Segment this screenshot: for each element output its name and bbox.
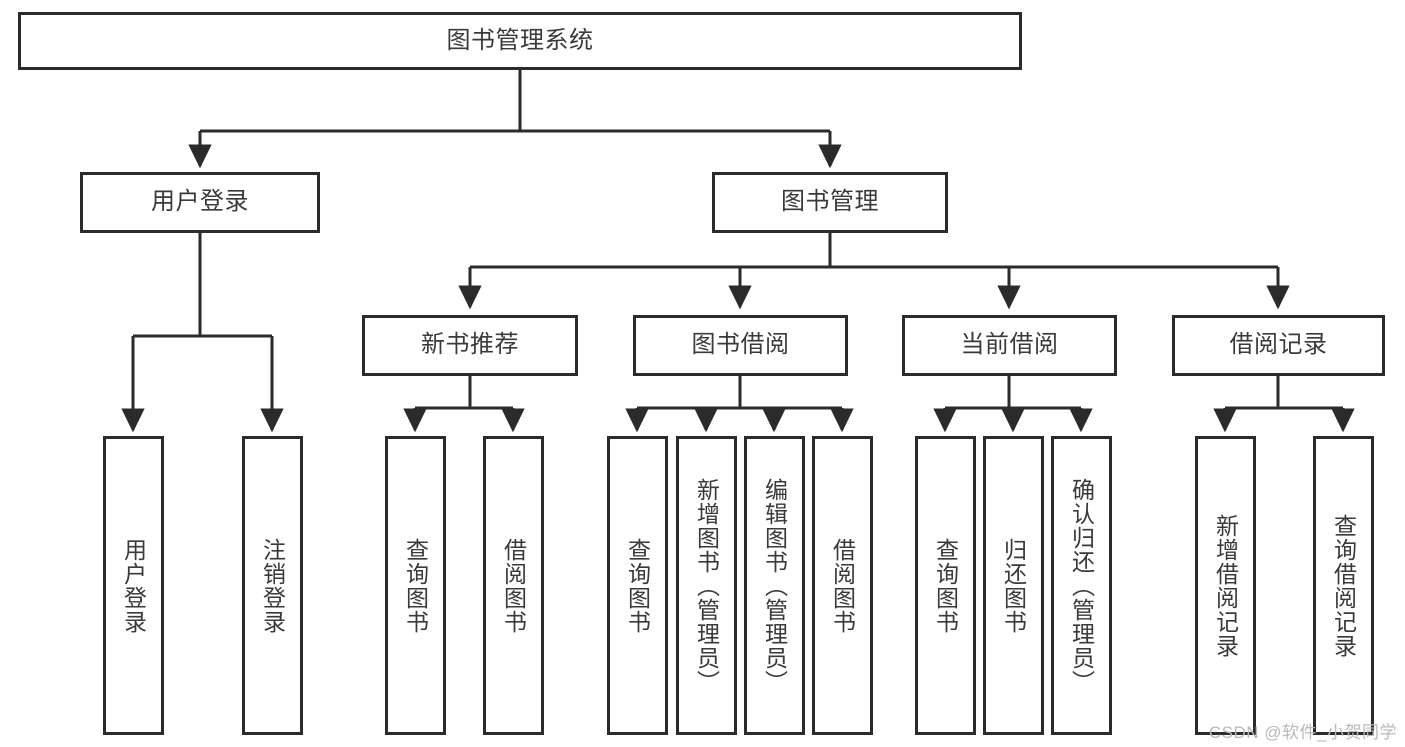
node-label: 用户登录 <box>151 188 249 216</box>
node-label: 新增图书（管理员） <box>693 477 720 694</box>
node-leaf-return-book[interactable]: 归还图书 <box>983 436 1044 735</box>
node-leaf-query-record[interactable]: 查询借阅记录 <box>1313 436 1374 735</box>
node-label: 借阅记录 <box>1229 331 1328 359</box>
node-leaf-borrow-book-1[interactable]: 借阅图书 <box>483 436 544 735</box>
node-label: 确认归还（管理员） <box>1068 477 1095 694</box>
node-leaf-add-book[interactable]: 新增图书（管理员） <box>676 436 737 735</box>
node-label: 查询借阅记录 <box>1330 513 1357 658</box>
node-label: 查询图书 <box>402 537 429 634</box>
node-label: 查询图书 <box>932 537 959 634</box>
node-leaf-edit-book[interactable]: 编辑图书（管理员） <box>744 436 805 735</box>
node-new-book-recommend[interactable]: 新书推荐 <box>362 315 578 376</box>
node-label: 新书推荐 <box>421 331 519 359</box>
node-label: 用户登录 <box>120 537 147 634</box>
node-leaf-logout-login[interactable]: 注销登录 <box>242 436 303 735</box>
node-label: 图书管理 <box>781 188 879 216</box>
node-user-login[interactable]: 用户登录 <box>80 172 320 233</box>
node-leaf-query-book-3[interactable]: 查询图书 <box>915 436 976 735</box>
node-leaf-user-login[interactable]: 用户登录 <box>103 436 164 735</box>
node-leaf-query-book-2[interactable]: 查询图书 <box>607 436 668 735</box>
node-book-borrow[interactable]: 图书借阅 <box>633 315 848 376</box>
node-label: 图书管理系统 <box>446 26 594 54</box>
node-root-system[interactable]: 图书管理系统 <box>18 12 1022 70</box>
node-current-borrow[interactable]: 当前借阅 <box>902 315 1117 376</box>
node-book-manage[interactable]: 图书管理 <box>712 172 948 233</box>
node-label: 新增借阅记录 <box>1212 513 1239 658</box>
node-label: 注销登录 <box>259 537 286 634</box>
node-label: 编辑图书（管理员） <box>761 477 788 694</box>
node-label: 图书借阅 <box>691 331 790 359</box>
node-borrow-record[interactable]: 借阅记录 <box>1172 315 1385 376</box>
node-leaf-confirm-return[interactable]: 确认归还（管理员） <box>1051 436 1112 735</box>
node-leaf-query-book-1[interactable]: 查询图书 <box>385 436 446 735</box>
node-label: 查询图书 <box>624 537 651 634</box>
node-label: 借阅图书 <box>829 537 856 634</box>
node-label: 借阅图书 <box>500 537 527 634</box>
watermark-credit: CSDN @软件_小贺同学 <box>1208 723 1397 742</box>
node-label: 当前借阅 <box>960 331 1059 359</box>
node-leaf-borrow-book-2[interactable]: 借阅图书 <box>812 436 873 735</box>
node-label: 归还图书 <box>1000 537 1027 634</box>
node-leaf-add-record[interactable]: 新增借阅记录 <box>1195 436 1256 735</box>
